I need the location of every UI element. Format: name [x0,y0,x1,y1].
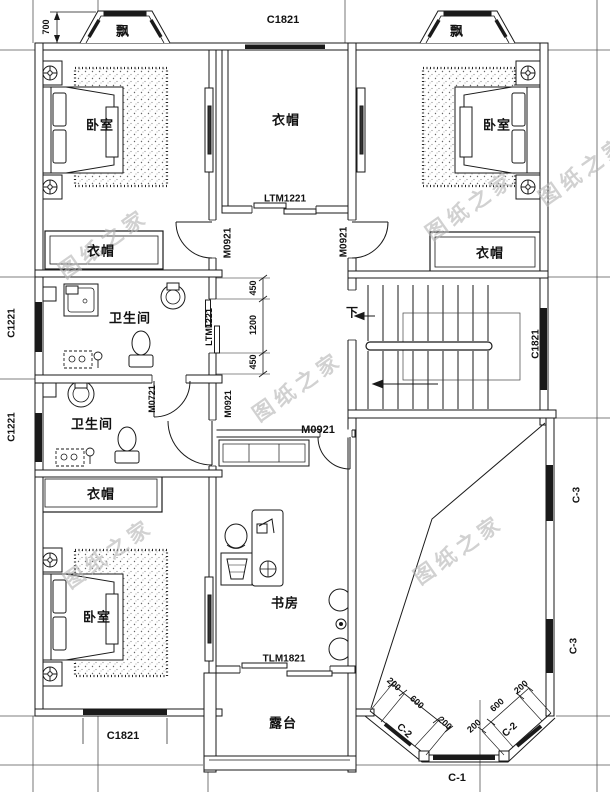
staircase [353,285,521,409]
label-wardrobe-bottom-left: 衣帽 [86,486,116,502]
label-door-m0721: M0721 [147,385,157,413]
label-door-m0921-bath: M0921 [223,390,233,418]
label-terrace: 露台 [268,715,298,731]
label-window-c1221-upper: C1221 [6,308,18,338]
wardrobes [39,230,541,513]
label-door-tlm1821: TLM1821 [262,653,306,665]
label-window-c3-upper: C-3 [571,486,583,504]
label-door-ltm1221-bath: LTM1221 [204,308,214,346]
label-bay-window-right: 飘 [449,23,465,39]
dim-hall-1200: 1200 [248,314,258,336]
label-bedroom-top-left: 卧室 [85,117,115,133]
dim-hall-450-top: 450 [248,280,258,296]
bay-window-bottom [364,710,556,763]
label-door-ltm1221-cloak: LTM1221 [263,193,307,205]
label-bay-window-left: 飘 [115,23,131,39]
label-bathroom-lower: 卫生间 [70,416,114,432]
label-bedroom-bottom-left: 卧室 [82,609,112,625]
label-door-m0921-vest-left: M0921 [222,227,234,259]
study-furniture [218,439,352,661]
label-stairs-down: 下 [345,305,359,320]
dim-hall-450-bottom: 450 [248,354,258,370]
bed-top-left [37,60,124,200]
bed-top-right [454,60,541,200]
label-window-c1821-top: C1821 [266,14,300,26]
label-wardrobe-top-left: 衣帽 [86,243,116,259]
door-jambs [151,206,356,673]
void-diagonal [370,422,546,709]
label-door-m0921-study: M0921 [301,424,335,436]
dim-c1821-bottom [82,718,168,744]
label-bedroom-top-right: 卧室 [482,117,512,133]
label-study: 书房 [270,595,300,611]
label-window-c1: C-1 [448,772,466,784]
label-cloakroom-top: 衣帽 [271,112,301,128]
label-bathroom-upper: 卫生间 [108,310,152,326]
bathroom-lower-fixtures [42,380,140,467]
dim-hall [216,274,270,378]
bay-window-top-left [79,10,171,44]
bed-bottom-left [37,547,124,687]
dim-bay-right [477,684,552,756]
bay-window-top-right [419,10,516,44]
swing-doors [153,221,389,470]
label-wardrobe-top-right: 衣帽 [475,245,505,261]
bathroom-upper-fixtures [42,282,186,369]
label-door-m0921-vest-right: M0921 [338,226,350,258]
sliding-doors [204,87,366,677]
label-window-c1221-lower: C1221 [6,412,18,442]
label-window-c3-lower: C-3 [568,637,580,655]
walls [34,42,557,773]
dim-700 [50,11,96,43]
windows [35,44,553,715]
label-window-c1821-bottom: C1821 [106,730,140,742]
label-window-c1821-stairs: C1821 [530,329,542,359]
dim-bay-depth-700: 700 [41,19,51,35]
dim-bay-left [369,680,454,756]
